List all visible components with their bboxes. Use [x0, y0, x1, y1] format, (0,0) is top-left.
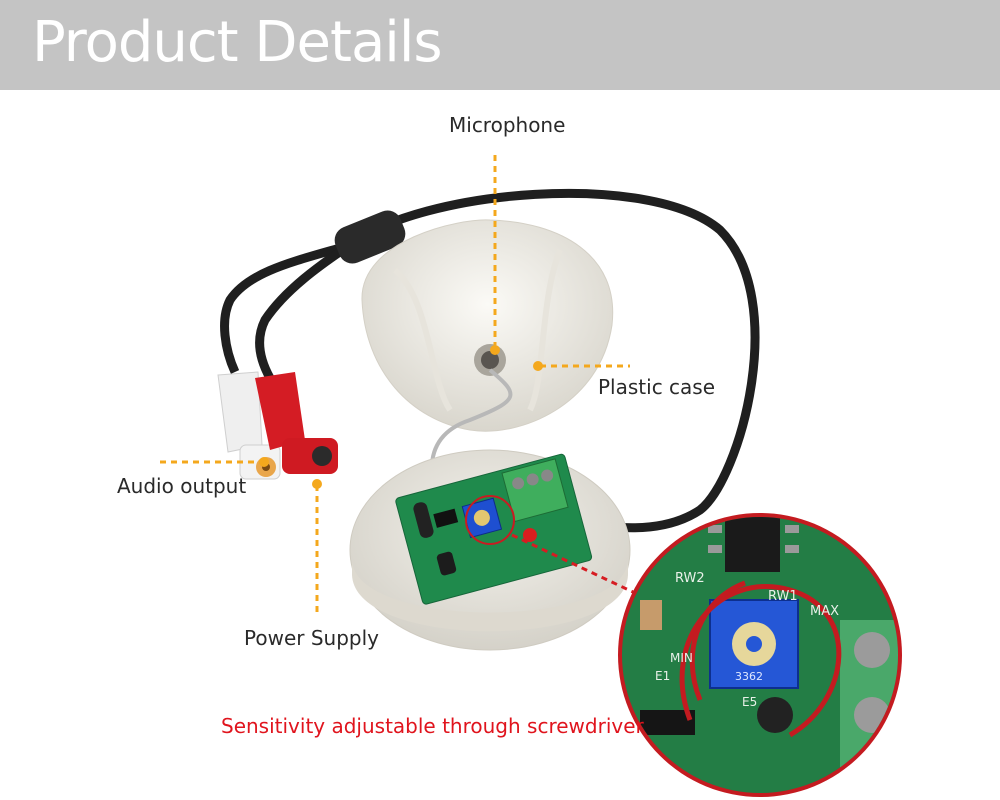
pcb-e1: E1 [655, 669, 670, 683]
label-plastic-case: Plastic case [598, 375, 716, 399]
callout-dot-plastic-case [533, 361, 543, 371]
cable-split-left [220, 240, 352, 374]
cable [345, 188, 760, 533]
cable-joint [334, 210, 406, 264]
pcb-rw2: RW2 [675, 571, 705, 586]
cable-split-right [255, 241, 353, 381]
label-sensitivity: Sensitivity adjustable through screwdriv… [221, 714, 644, 738]
dome-lid [361, 219, 614, 432]
product-illustration: RW2 RW1 MAX MIN E1 E5 3362 [160, 155, 902, 797]
rotate-arrow-ccw [689, 580, 746, 701]
rotate-arrow-cw [679, 584, 842, 738]
label-audio-output: Audio output [117, 474, 247, 498]
pointer-dash [511, 533, 651, 602]
zoom-detail: RW2 RW1 MAX MIN E1 E5 3362 [622, 517, 898, 793]
header-bar: Product Details [0, 0, 1000, 90]
pcb-pot-code: 3362 [735, 670, 763, 683]
pcb-max: MAX [810, 604, 839, 619]
rca-red-plug [255, 372, 338, 474]
pcb-board [395, 453, 593, 605]
pcb-rw1: RW1 [768, 589, 798, 604]
label-power-supply: Power Supply [244, 626, 379, 650]
mic-wire [429, 368, 513, 476]
pcb-e5: E5 [742, 695, 757, 709]
pot-highlight-circle [465, 495, 515, 545]
callout-dot-power-supply [312, 479, 322, 489]
label-microphone: Microphone [449, 113, 566, 137]
callout-dot-microphone [490, 345, 500, 355]
pcb-min: MIN [670, 651, 693, 665]
callout-dot-audio-output [259, 457, 269, 467]
page-title: Product Details [32, 10, 443, 75]
